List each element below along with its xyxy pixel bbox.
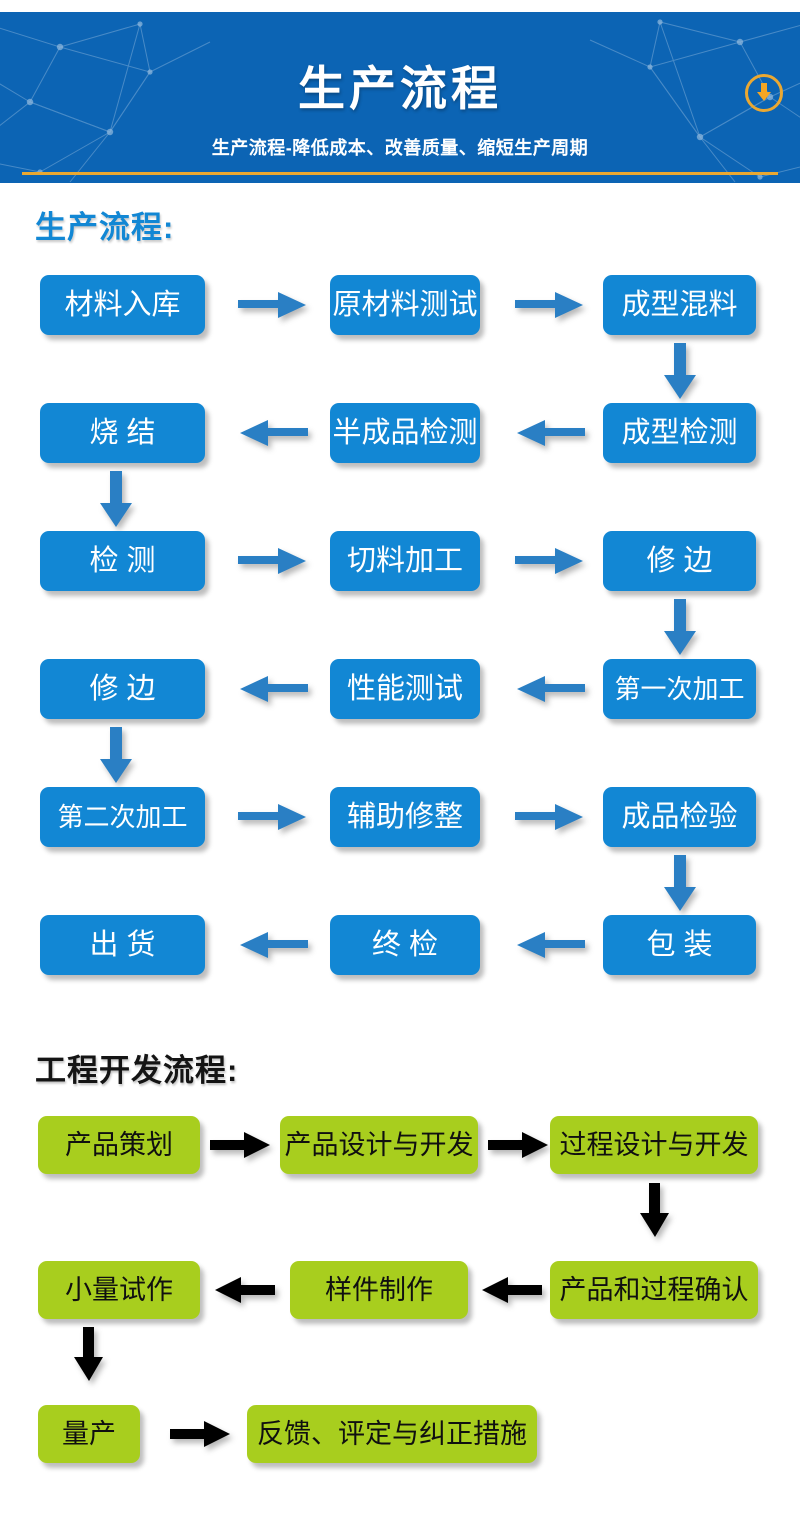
arrow-right-icon [210, 1131, 272, 1159]
node-engineering-2[interactable]: 产品设计与开发 [280, 1116, 478, 1174]
arrow-right-icon [170, 1420, 232, 1448]
arrow-down-icon [98, 727, 134, 785]
node-production-10[interactable]: 修 边 [40, 659, 205, 719]
node-production-17[interactable]: 终 检 [330, 915, 480, 975]
arrow-right-icon [488, 1131, 550, 1159]
page-title: 生产流程 [298, 62, 502, 115]
node-engineering-7[interactable]: 量产 [38, 1405, 140, 1463]
node-engineering-4[interactable]: 小量试作 [38, 1261, 200, 1319]
arrow-left-icon [238, 418, 308, 448]
arrow-left-icon [213, 1276, 275, 1304]
arrow-right-icon [515, 290, 585, 320]
node-engineering-6[interactable]: 产品和过程确认 [550, 1261, 758, 1319]
node-engineering-8[interactable]: 反馈、评定与纠正措施 [247, 1405, 537, 1463]
arrow-right-icon [238, 802, 308, 832]
page-header: 生产流程 生产流程-降低成本、改善质量、缩短生产周期 [0, 12, 800, 183]
arrow-left-icon [238, 930, 308, 960]
arrow-right-icon [515, 546, 585, 576]
node-production-4[interactable]: 烧 结 [40, 403, 205, 463]
arrow-down-icon [662, 599, 698, 657]
arrow-down-icon [662, 343, 698, 401]
node-production-9[interactable]: 修 边 [603, 531, 756, 591]
arrow-down-icon [72, 1327, 106, 1383]
node-production-13[interactable]: 第二次加工 [40, 787, 205, 847]
header-divider [22, 172, 778, 175]
arrow-left-icon [515, 930, 585, 960]
arrow-left-icon [515, 418, 585, 448]
node-production-7[interactable]: 检 测 [40, 531, 205, 591]
node-production-14[interactable]: 辅助修整 [330, 787, 480, 847]
arrow-right-icon [238, 546, 308, 576]
arrow-down-icon [662, 855, 698, 913]
arrow-right-icon [238, 290, 308, 320]
node-production-1[interactable]: 材料入库 [40, 275, 205, 335]
section-title-engineering: 工程开发流程: [35, 1053, 239, 1088]
node-engineering-3[interactable]: 过程设计与开发 [550, 1116, 758, 1174]
section-title-production: 生产流程: [35, 210, 175, 245]
node-engineering-5[interactable]: 样件制作 [290, 1261, 468, 1319]
node-production-16[interactable]: 出 货 [40, 915, 205, 975]
node-production-8[interactable]: 切料加工 [330, 531, 480, 591]
arrow-right-icon [515, 802, 585, 832]
node-production-15[interactable]: 成品检验 [603, 787, 756, 847]
node-production-6[interactable]: 成型检测 [603, 403, 756, 463]
page-subtitle: 生产流程-降低成本、改善质量、缩短生产周期 [211, 138, 589, 158]
arrow-down-icon [638, 1183, 672, 1239]
node-production-18[interactable]: 包 装 [603, 915, 756, 975]
node-production-5[interactable]: 半成品检测 [330, 403, 480, 463]
node-production-11[interactable]: 性能测试 [330, 659, 480, 719]
arrow-left-icon [515, 674, 585, 704]
node-production-12[interactable]: 第一次加工 [603, 659, 756, 719]
node-production-3[interactable]: 成型混料 [603, 275, 756, 335]
arrow-left-icon [480, 1276, 542, 1304]
node-production-2[interactable]: 原材料测试 [330, 275, 480, 335]
arrow-down-icon [98, 471, 134, 529]
arrow-left-icon [238, 674, 308, 704]
content-card: 生产流程: 材料入库 原材料测试 成型混料 烧 结 半成品检测 成型检测 [10, 183, 788, 1494]
node-engineering-1[interactable]: 产品策划 [38, 1116, 200, 1174]
download-arrow-circle-icon[interactable] [745, 74, 783, 112]
